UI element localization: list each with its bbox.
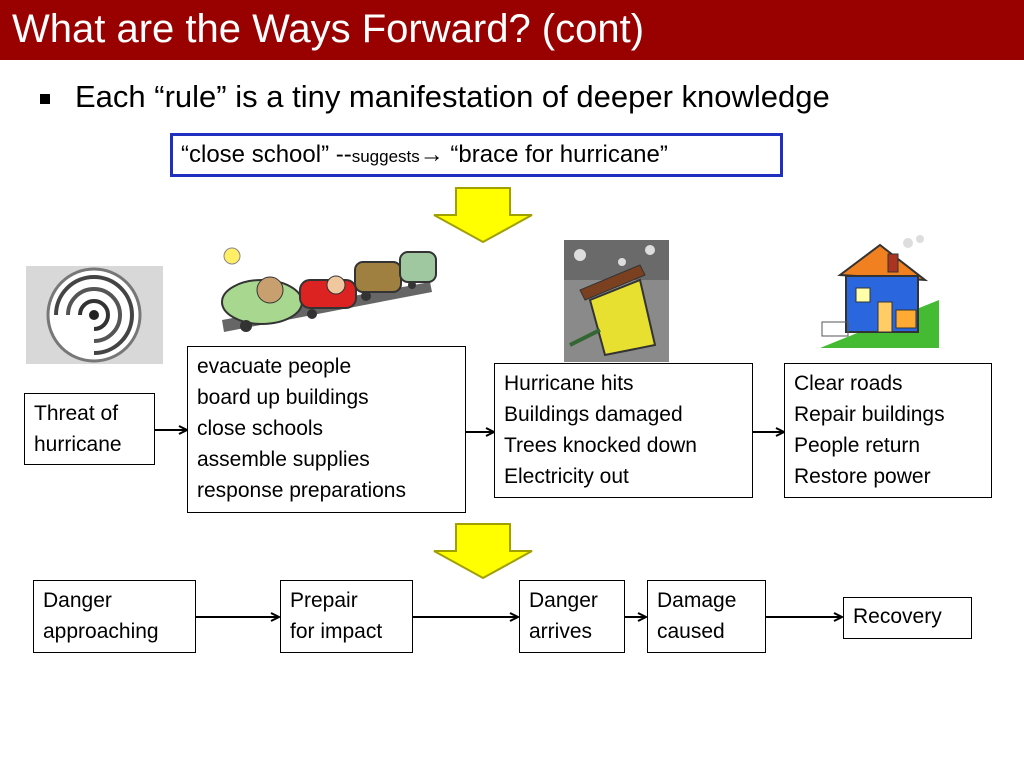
box-recovery-actions: Clear roads Repair buildings People retu… [784,363,992,498]
rule-box: “close school” --suggests→ “brace for hu… [170,133,783,177]
box-danger-approaching: Danger approaching [33,580,196,653]
box-line: Restore power [794,465,931,488]
box-line: Prepair [290,589,358,612]
box-line: Damage [657,589,737,612]
box-preparation-actions: evacuate people board up buildings close… [187,346,466,513]
box-recovery: Recovery [843,597,972,639]
rule-arrow: → [419,141,444,168]
hurricane-satellite-image [26,266,163,364]
box-line: hurricane [34,433,122,456]
box-prepair-for-impact: Prepair for impact [280,580,413,653]
box-line: caused [657,620,725,643]
box-line: Electricity out [504,465,629,488]
box-line: Recovery [853,605,942,628]
rule-suffix: “brace for hurricane” [443,141,668,168]
bullet-marker [40,94,50,104]
box-line: People return [794,434,921,457]
box-line: approaching [43,620,159,643]
box-threat-of-hurricane: Threat of hurricane [24,393,155,465]
slide-title: What are the Ways Forward? (cont) [12,7,645,51]
box-line: Clear roads [794,372,903,395]
box-hurricane-impact: Hurricane hits Buildings damaged Trees k… [494,363,753,498]
bullet-text: Each “rule” is a tiny manifestation of d… [75,79,830,114]
evacuating-cars-cartoon [221,247,437,332]
box-line: assemble supplies [197,448,370,471]
box-line: Trees knocked down [504,434,697,457]
repaired-house-cartoon [820,235,939,348]
box-line: Buildings damaged [504,403,683,426]
box-line: arrives [529,620,593,643]
down-arrow-top [433,187,533,244]
box-line: board up buildings [197,386,369,409]
down-arrow-bottom [433,523,533,580]
title-bar [0,0,1024,60]
box-line: close schools [197,417,324,440]
box-line: Threat of [34,402,119,425]
storm-damage-cartoon [564,240,669,362]
box-line: response preparations [197,479,406,502]
box-line: Danger [529,589,598,612]
box-damage-caused: Damage caused [647,580,766,653]
box-danger-arrives: Danger arrives [519,580,625,653]
box-line: Repair buildings [794,403,945,426]
box-line: for impact [290,620,383,643]
box-line: Danger [43,589,112,612]
box-line: Hurricane hits [504,372,634,395]
rule-prefix: “close school” -- [181,141,352,168]
rule-suggests: suggests [351,147,420,166]
box-line: evacuate people [197,355,352,378]
